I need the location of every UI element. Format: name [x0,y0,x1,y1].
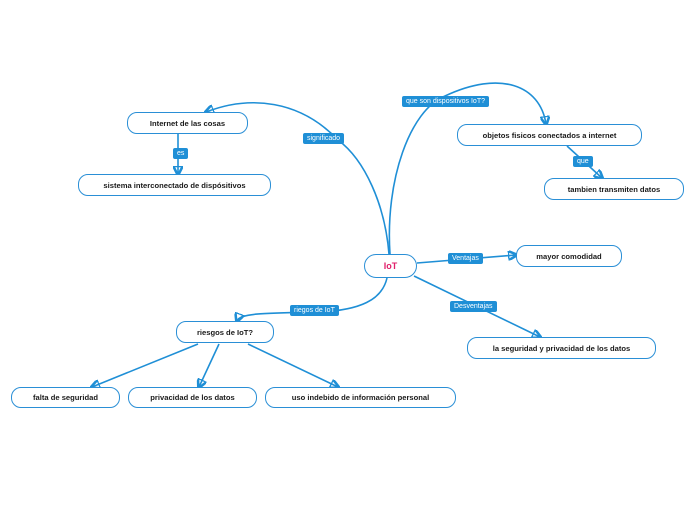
node-riesgos-iot-text: riesgos de IoT? [196,327,254,337]
link-label-desventajas[interactable]: Desventajas [450,301,497,312]
node-tambien-transmiten-text: tambien transmiten datos [567,184,661,194]
central-node-text: IoT [383,261,398,271]
link-label-significado[interactable]: significado [303,133,345,144]
link-label-ventajas[interactable]: Ventajas [448,253,483,264]
link-label-es[interactable]: es [173,148,189,159]
node-mayor-comodidad-text: mayor comodidad [536,251,602,261]
node-falta-de-seguridad-text: falta de seguridad [33,393,98,402]
link-iot-dispositivos [388,82,546,255]
node-internet-de-las-cosas-text: Internet de las cosas [149,118,226,128]
node-mayor-comodidad[interactable]: mayor comodidad [516,245,622,267]
link-riesgos-uso [247,343,338,387]
link-label-que-son-dispositivos[interactable]: que son dispositivos IoT? [402,96,489,107]
node-riesgos-iot[interactable]: riesgos de IoT? [176,321,274,343]
node-falta-de-seguridad[interactable]: falta de seguridad [11,387,120,408]
node-sistema-interconectado[interactable]: sistema interconectado de dispósitivos [78,174,271,196]
link-label-que[interactable]: que [573,156,593,167]
node-objetos-fisicos[interactable]: objetos fisicos conectados a internet [457,124,642,146]
node-privacidad-de-los-datos-text: privacidad de los datos [150,393,235,402]
link-riesgos-privacidad [199,343,220,387]
node-seguridad-privacidad[interactable]: la seguridad y privacidad de los datos [467,337,656,359]
node-seguridad-privacidad-text: la seguridad y privacidad de los datos [492,343,631,353]
central-node-iot[interactable]: IoT [364,254,417,278]
node-internet-de-las-cosas[interactable]: Internet de las cosas [127,112,248,134]
node-uso-indebido[interactable]: uso indebido de información personal [265,387,456,408]
node-tambien-transmiten[interactable]: tambien transmiten datos [544,178,684,200]
node-uso-indebido-text: uso indebido de información personal [291,393,430,402]
node-privacidad-de-los-datos[interactable]: privacidad de los datos [128,387,257,408]
node-sistema-interconectado-text: sistema interconectado de dispósitivos [103,180,246,190]
node-objetos-fisicos-text: objetos fisicos conectados a internet [482,130,617,140]
link-label-riegos[interactable]: riegos de IoT [290,305,339,316]
link-riesgos-falta [92,343,199,387]
